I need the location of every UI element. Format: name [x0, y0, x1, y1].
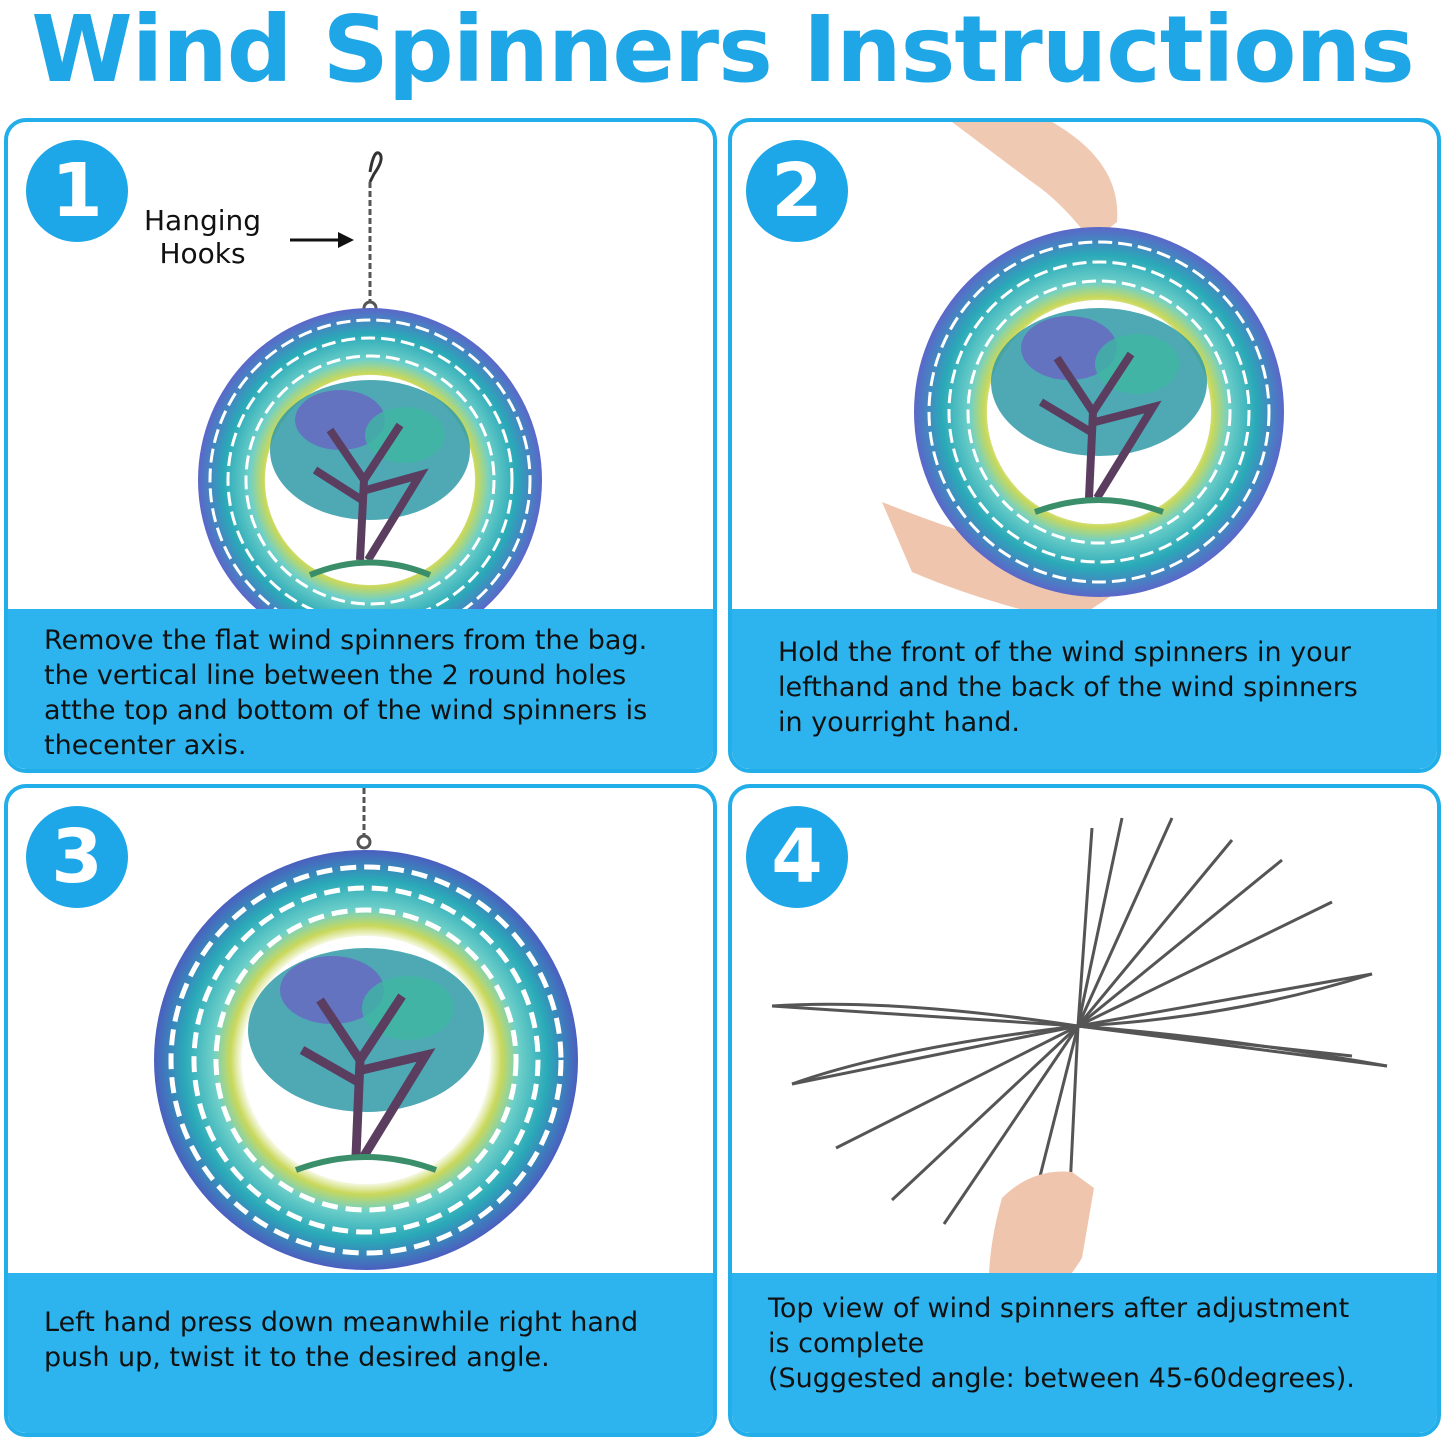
- step-4-text-line: is complete: [768, 1328, 925, 1359]
- wind-spinner-held-image: [882, 122, 1284, 622]
- step-4-card: 4 Top view of wind spinners after adjust…: [728, 784, 1441, 1437]
- step-1-text-line: Remove the flat wind spinners from the b…: [44, 625, 648, 656]
- step-4-text-line: (Suggested angle: between 45-60degrees).: [768, 1363, 1355, 1394]
- left-hand-shape: [952, 122, 1118, 242]
- step-1-text-line: the vertical line between the 2 round ho…: [44, 660, 627, 691]
- wind-spinner-twisted-image: [154, 788, 578, 1270]
- step-1-text-line: thecenter axis.: [44, 730, 247, 761]
- step-4-text-line: Top view of wind spinners after adjustme…: [768, 1293, 1350, 1324]
- step-3-number-badge: 3: [26, 806, 128, 908]
- step-3-card: 3 Left hand press down meanwhile right h…: [4, 784, 717, 1437]
- step-3-text-line: Left hand press down meanwhile right han…: [44, 1307, 639, 1338]
- step-1-text-line: atthe top and bottom of the wind spinner…: [44, 695, 648, 726]
- hanging-hooks-label: Hanging Hooks: [144, 204, 261, 270]
- step-2-text-line: Hold the front of the wind spinners in y…: [778, 637, 1351, 668]
- step-2-card: 2 Hold the front of the wind spinners in…: [728, 118, 1441, 773]
- page-title: Wind Spinners Instructions: [31, 0, 1414, 103]
- step-4-number-badge: 4: [746, 806, 848, 908]
- hanging-hooks-label-line-2: Hooks: [159, 237, 246, 270]
- step-3-caption: Left hand press down meanwhile right han…: [8, 1273, 713, 1433]
- step-1-caption: Remove the flat wind spinners from the b…: [8, 609, 713, 769]
- step-3-text-line: push up, twist it to the desired angle.: [44, 1342, 550, 1373]
- step-4-caption: Top view of wind spinners after adjustme…: [732, 1273, 1437, 1433]
- step-2-text-line: in yourright hand.: [778, 707, 1020, 738]
- step-1-card: 1 Hanging Hooks Remove the flat wind spi…: [4, 118, 717, 773]
- hanging-hooks-label-line-1: Hanging: [144, 204, 262, 237]
- step-2-caption: Hold the front of the wind spinners in y…: [732, 609, 1437, 769]
- step-2-number-badge: 2: [746, 140, 848, 242]
- step-1-number-badge: 1: [26, 140, 128, 242]
- step-2-text-line: lefthand and the back of the wind spinne…: [778, 672, 1358, 703]
- wind-spinner-flat-image: [198, 151, 542, 652]
